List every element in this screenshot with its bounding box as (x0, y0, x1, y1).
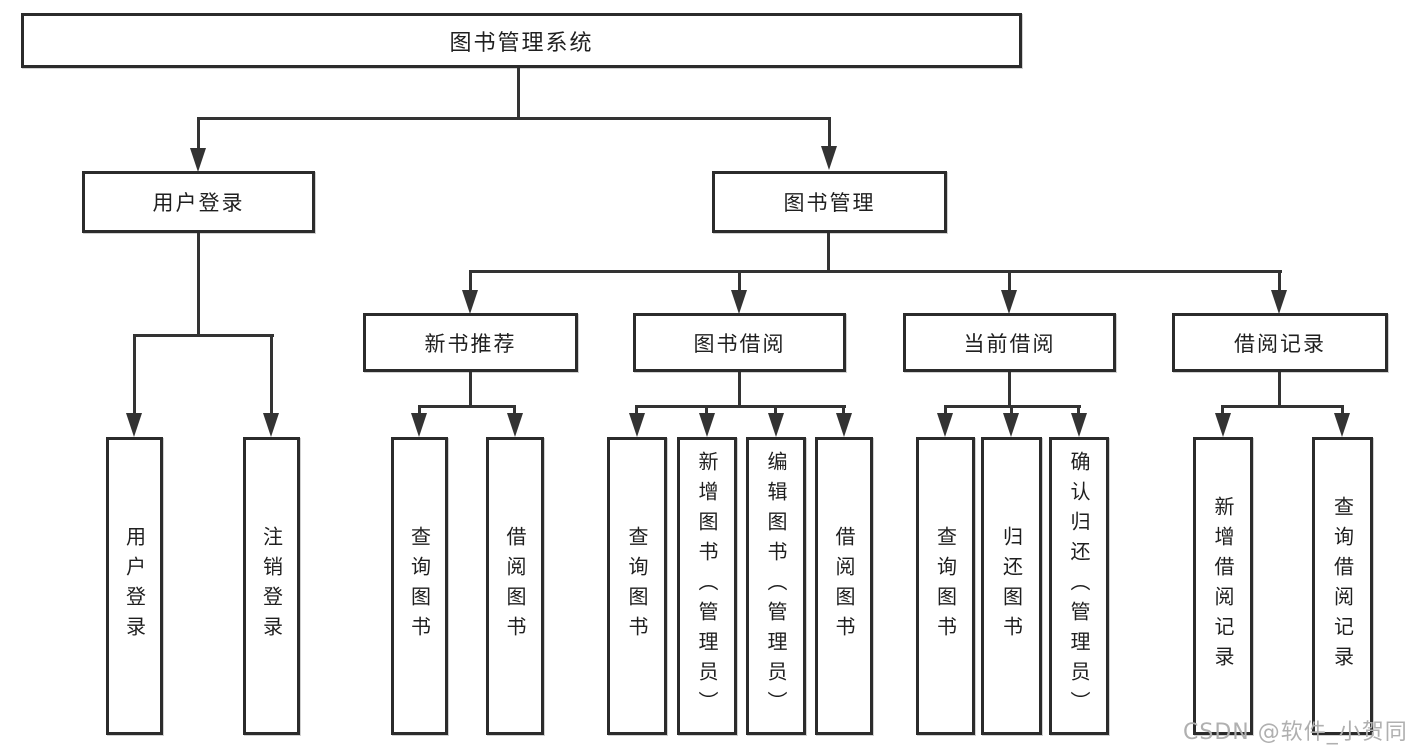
connector-leaf-shaft (418, 405, 421, 415)
connector-borrow-shaft (738, 270, 741, 292)
arrowhead-logout-leaf (263, 413, 279, 437)
connector-records-rail (1221, 405, 1344, 408)
connector-records-stub (1278, 372, 1281, 407)
leaf-borrow-book: 借阅图书 (815, 437, 873, 735)
arrowhead-leaf (1071, 413, 1087, 437)
node-label: 借阅图书 (832, 526, 856, 646)
connector-borrow-rail (636, 405, 846, 408)
arrowhead-current (1001, 290, 1017, 314)
connector-leaf-shaft (635, 405, 638, 415)
connector-user-login-rail (133, 334, 274, 337)
node-label: 确认归还（管理员） (1067, 451, 1091, 721)
leaf-logout: 注销登录 (243, 437, 300, 735)
arrowhead-new-book (462, 290, 478, 314)
node-label: 查询图书 (625, 526, 649, 646)
connector-logout-leaf-shaft (270, 334, 273, 414)
csdn-watermark: CSDN @软件_小贺同学 (1183, 720, 1405, 745)
arrowhead-leaf (507, 413, 523, 437)
leaf-borrow-book-recommend: 借阅图书 (486, 437, 544, 735)
node-book-borrowing: 图书借阅 (633, 313, 846, 372)
node-label: 查询图书 (407, 526, 432, 646)
node-borrow-records: 借阅记录 (1172, 313, 1388, 372)
connector-leaf-shaft (1010, 405, 1013, 415)
connector-book-mgmt-shaft (828, 117, 831, 149)
arrowhead-borrow (731, 290, 747, 314)
arrowhead-user-login (190, 148, 206, 172)
arrowhead-leaf (1334, 413, 1350, 437)
connector-current-stub (1008, 372, 1011, 407)
arrowhead-records (1271, 290, 1287, 314)
connector-login-leaf-shaft (133, 334, 136, 414)
connector-leaf-shaft (705, 405, 708, 415)
node-label: 查询图书 (933, 526, 958, 646)
connector-borrow-stub (738, 372, 741, 407)
leaf-query-book-borrowing: 查询图书 (607, 437, 667, 735)
connector-new-book-stub (469, 372, 472, 407)
node-label: 图书借阅 (693, 331, 786, 356)
connector-leaf-shaft (774, 405, 777, 415)
node-label: 查询借阅记录 (1330, 496, 1355, 676)
leaf-add-borrow-record: 新增借阅记录 (1193, 437, 1253, 735)
node-book-management: 图书管理 (712, 171, 947, 233)
leaf-return-book: 归还图书 (981, 437, 1042, 735)
leaf-add-book-admin: 新增图书（管理员） (677, 437, 737, 735)
connector-user-login-stub (197, 233, 200, 337)
node-library-management-system: 图书管理系统 (21, 13, 1022, 68)
connector-user-login-shaft (197, 117, 200, 151)
connector-book-mgmt-stub (827, 233, 830, 273)
leaf-confirm-return-admin: 确认归还（管理员） (1049, 437, 1109, 735)
node-label: 借阅记录 (1234, 331, 1326, 356)
node-label: 当前借阅 (963, 331, 1056, 356)
connector-book-mgmt-rail (469, 270, 1282, 273)
node-label: 新增图书（管理员） (695, 451, 719, 721)
node-label: 用户登录 (152, 191, 245, 215)
connector-leaf-shaft (1077, 405, 1080, 415)
node-label: 用户登录 (122, 526, 147, 646)
node-label: 新书推荐 (424, 331, 517, 356)
arrowhead-leaf (699, 413, 715, 437)
node-label: 借阅图书 (503, 526, 527, 646)
connector-leaf-shaft (513, 405, 516, 415)
node-label: 注销登录 (259, 526, 284, 646)
connector-records-shaft (1278, 270, 1281, 292)
node-user-login: 用户登录 (82, 171, 315, 233)
arrowhead-leaf (836, 413, 852, 437)
node-label: 编辑图书（管理员） (764, 451, 788, 721)
leaf-query-borrow-record: 查询借阅记录 (1312, 437, 1373, 735)
connector-new-book-shaft (469, 270, 472, 292)
connector-leaf-shaft (842, 405, 845, 415)
arrowhead-leaf (411, 413, 427, 437)
node-label: 新增借阅记录 (1211, 496, 1235, 676)
arrowhead-leaf (1215, 413, 1231, 437)
connector-leaf-shaft (1221, 405, 1224, 415)
node-label: 图书管理系统 (449, 30, 594, 56)
arrowhead-leaf (768, 413, 784, 437)
connector-root-stub (517, 68, 520, 120)
connector-root-rail (197, 117, 831, 120)
leaf-user-login: 用户登录 (106, 437, 163, 735)
connector-current-shaft (1008, 270, 1011, 292)
arrowhead-leaf (937, 413, 953, 437)
arrowhead-book-mgmt (821, 146, 837, 170)
leaf-query-book-recommend: 查询图书 (391, 437, 448, 735)
connector-leaf-shaft (944, 405, 947, 415)
connector-new-book-rail (418, 405, 516, 408)
arrowhead-leaf (1003, 413, 1019, 437)
arrowhead-login-leaf (126, 413, 142, 437)
node-label: 归还图书 (999, 526, 1024, 646)
connector-leaf-shaft (1341, 405, 1344, 415)
node-new-book-recommend: 新书推荐 (363, 313, 578, 372)
leaf-query-book-current: 查询图书 (916, 437, 975, 735)
node-current-borrowing: 当前借阅 (903, 313, 1116, 372)
arrowhead-leaf (629, 413, 645, 437)
node-label: 图书管理 (783, 191, 876, 215)
leaf-edit-book-admin: 编辑图书（管理员） (746, 437, 806, 735)
